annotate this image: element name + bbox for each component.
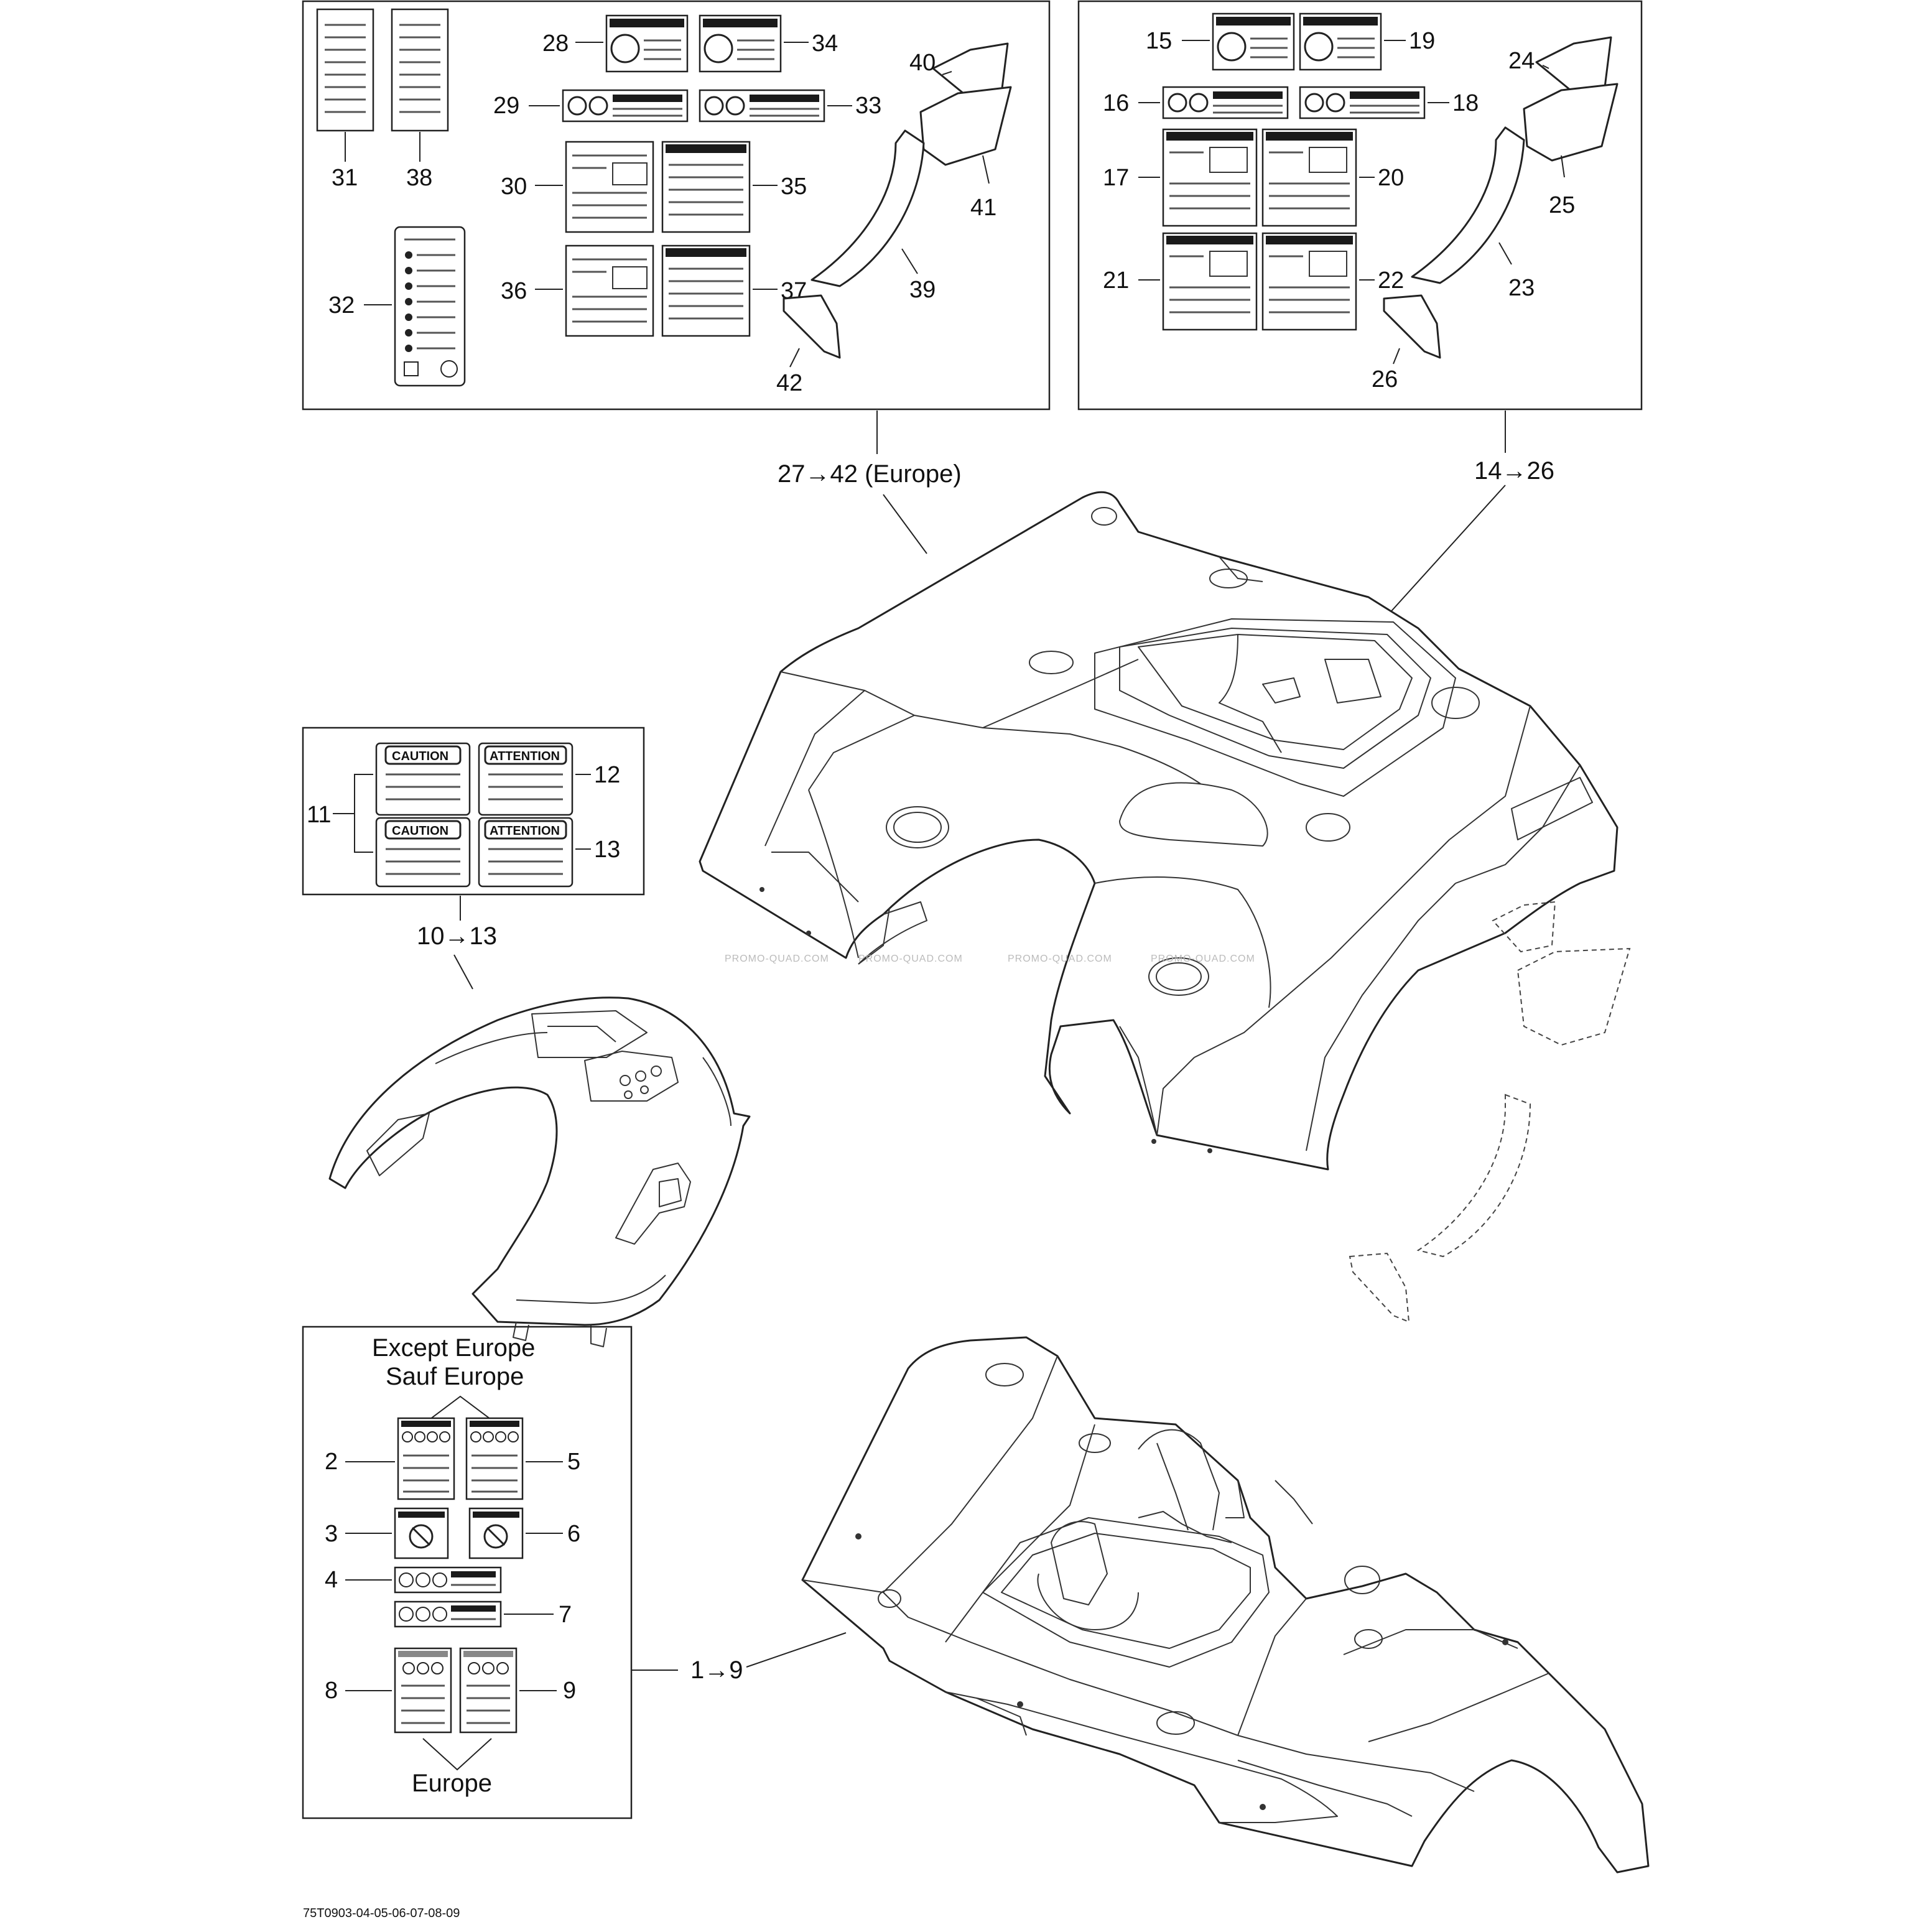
group-label-europe-kit: 27→42 (Europe) [778,460,962,488]
fender-trim-26 [1383,294,1441,359]
decal-29 [562,89,689,123]
callout-3: 3 [325,1521,338,1547]
callout-29: 29 [493,93,519,119]
callout-38: 38 [406,165,432,191]
front-fender [328,996,751,1347]
callout-11: 11 [307,802,331,828]
decal-37 [661,244,751,337]
attention-title-1: ATTENTION [490,750,560,763]
group-label-14-26: 14→26 [1474,457,1554,485]
callout-22: 22 [1378,267,1404,294]
callout-8: 8 [325,1678,338,1704]
callout-26: 26 [1372,366,1398,392]
decal-2 [397,1417,455,1500]
decal-kit-14-26-box [1077,0,1643,411]
decal-21 [1162,232,1258,331]
callout-40: 40 [909,50,936,76]
decal-34 [699,14,782,73]
callout-42: 42 [776,370,802,396]
callout-25: 25 [1549,192,1575,218]
watermark-4: PROMO-QUAD.COM [1151,954,1255,964]
decal-18 [1299,86,1426,119]
except-europe-label: Except Europe [372,1334,535,1362]
callout-28: 28 [542,30,569,57]
decal-attention-13: ATTENTION [478,817,574,888]
fender-trim-42 [783,294,841,359]
group-label-1-9: 1→9 [690,1656,743,1684]
caution-title-1: CAUTION [392,750,448,763]
callout-35: 35 [781,174,807,200]
decal-kit-10-13-box [302,727,645,896]
decal-5 [465,1417,524,1500]
callout-21: 21 [1103,267,1129,294]
decal-16 [1162,86,1289,119]
decal-3 [394,1507,449,1559]
decal-19 [1299,12,1382,71]
callout-4: 4 [325,1567,338,1593]
callout-2: 2 [325,1449,338,1475]
callout-24: 24 [1508,48,1535,74]
callout-41: 41 [970,195,996,221]
decal-35 [661,141,751,233]
decal-caution-bottom: CAUTION [375,817,471,888]
watermark-2: PROMO-QUAD.COM [858,954,963,964]
sauf-europe-label: Sauf Europe [386,1363,524,1390]
callout-34: 34 [812,30,838,57]
group-label-10-13: 10→13 [417,922,497,950]
callout-15: 15 [1146,28,1172,54]
decal-38 [391,8,449,132]
callout-36: 36 [501,278,527,304]
decal-36 [565,244,654,337]
callout-19: 19 [1409,28,1435,54]
decal-20 [1261,128,1357,227]
decal-7 [394,1600,502,1628]
callout-6: 6 [567,1521,580,1547]
rear-fender-bottom [801,1336,1650,1874]
caution-title-2: CAUTION [392,824,448,838]
fender-trim-23 [1411,126,1525,284]
decal-32 [394,226,466,387]
decal-30 [565,141,654,233]
callout-20: 20 [1378,165,1404,191]
callout-33: 33 [855,93,881,119]
callout-23: 23 [1508,275,1535,301]
callout-31: 31 [332,165,358,191]
decal-33 [699,89,825,123]
attention-title-2: ATTENTION [490,824,560,838]
decal-9 [459,1647,518,1734]
fender-trim-39 [810,129,925,287]
europe-label: Europe [412,1770,492,1797]
callout-30: 30 [501,174,527,200]
fender-trim-24-25 [1523,36,1619,162]
callout-12: 12 [594,762,620,788]
ghost-trim-parts [1349,901,1631,1323]
callout-32: 32 [328,292,355,318]
watermark-3: PROMO-QUAD.COM [1008,954,1112,964]
decal-6 [468,1507,524,1559]
decal-8 [394,1647,452,1734]
decal-17 [1162,128,1258,227]
decal-attention-12: ATTENTION [478,742,574,816]
decal-31 [316,8,374,132]
europe-decal-kit-box [302,0,1051,411]
decal-kit-1-9-box [302,1326,633,1819]
callout-18: 18 [1452,90,1479,116]
callout-5: 5 [567,1449,580,1475]
decal-4 [394,1566,502,1594]
callout-7: 7 [559,1602,572,1628]
fender-trim-40-41 [919,42,1012,166]
decal-caution-top: CAUTION [375,742,471,816]
decal-22 [1261,232,1357,331]
decal-15 [1212,12,1295,71]
rear-fender-top [699,491,1619,1171]
callout-17: 17 [1103,165,1129,191]
diagram-code: 75T0903-04-05-06-07-08-09 [303,1906,460,1920]
callout-16: 16 [1103,90,1129,116]
watermark-1: PROMO-QUAD.COM [725,954,829,964]
decal-28 [605,14,689,73]
callout-13: 13 [594,837,620,863]
callout-9: 9 [563,1678,576,1704]
callout-39: 39 [909,277,936,303]
